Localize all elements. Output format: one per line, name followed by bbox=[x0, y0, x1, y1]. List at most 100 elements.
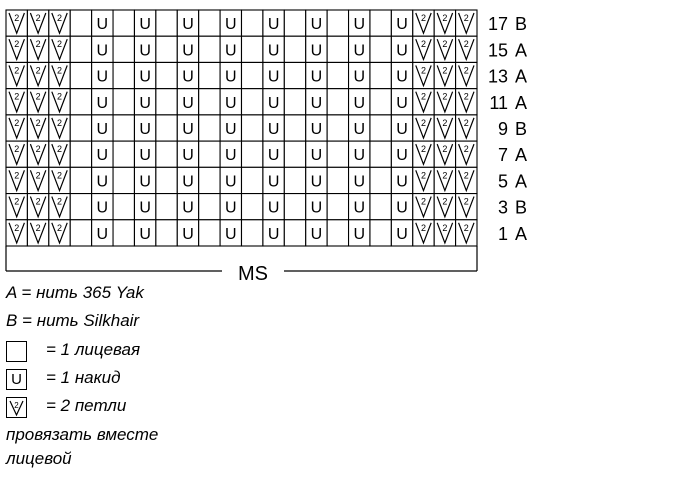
k2tog-count-mark: 2 bbox=[421, 39, 426, 49]
chart-cell-k bbox=[283, 193, 307, 221]
chart-cell-k2tog: 2 bbox=[412, 166, 435, 195]
chart-cell-yo: U bbox=[176, 193, 200, 221]
yarn-over-mark: U bbox=[182, 200, 194, 217]
yarn-over-mark: U bbox=[353, 95, 365, 112]
chart-cell-k2tog: 2 bbox=[48, 35, 71, 63]
chart-cell-k2tog: 2 bbox=[433, 88, 457, 116]
chart-cell-k bbox=[283, 166, 307, 195]
chart-cell-yo: U bbox=[219, 193, 243, 221]
k2tog-count-mark: 2 bbox=[57, 13, 62, 23]
chart-cell-yo: U bbox=[305, 35, 328, 63]
chart-cell-yo: U bbox=[347, 219, 371, 247]
chart-cell-k2tog: 2 bbox=[5, 140, 28, 168]
k2tog-count-mark: 2 bbox=[442, 39, 447, 49]
chart-cell-yo: U bbox=[176, 9, 200, 37]
yarn-over-mark: U bbox=[396, 16, 408, 33]
k2tog-count-mark: 2 bbox=[14, 197, 19, 207]
row-yarn-17: B bbox=[515, 14, 527, 34]
yarn-over-mark: U bbox=[97, 121, 109, 138]
k2tog-count-mark: 2 bbox=[464, 170, 469, 180]
k2tog-mark bbox=[51, 12, 68, 35]
k2tog-count-mark: 2 bbox=[14, 13, 19, 23]
k2tog-count-mark: 2 bbox=[14, 92, 19, 102]
chart-cell-k2tog: 2 bbox=[455, 88, 478, 116]
k2tog-count-mark: 2 bbox=[36, 223, 41, 233]
chart-cell-k bbox=[369, 9, 392, 37]
chart-cell-yo: U bbox=[219, 219, 243, 247]
yarn-over-mark: U bbox=[182, 147, 194, 164]
k2tog-count-mark: 2 bbox=[14, 144, 19, 154]
chart-cell-k2tog: 2 bbox=[48, 61, 71, 90]
chart-cell-k bbox=[69, 9, 93, 37]
k2tog-count-mark: 2 bbox=[36, 170, 41, 180]
k2tog-mark bbox=[51, 143, 68, 167]
k2tog-mark bbox=[51, 222, 68, 245]
chart-cell-k2tog: 2 bbox=[5, 219, 28, 247]
chart-cell-k bbox=[240, 61, 264, 90]
k2tog-count-mark: 2 bbox=[442, 223, 447, 233]
chart-cell-yo: U bbox=[347, 140, 371, 168]
chart-cell-k bbox=[198, 140, 221, 168]
yarn-over-mark: U bbox=[225, 173, 237, 190]
chart-cell-yo: U bbox=[91, 9, 114, 37]
chart-cell-yo: U bbox=[133, 114, 157, 142]
chart-cell-k bbox=[112, 114, 136, 142]
chart-cell-k bbox=[326, 219, 350, 247]
chart-cell-k bbox=[326, 166, 350, 195]
chart-cell-yo: U bbox=[390, 9, 414, 37]
row-yarn-3: B bbox=[515, 198, 527, 218]
k2tog-mark bbox=[51, 117, 68, 140]
yarn-over-mark: U bbox=[396, 200, 408, 217]
k2tog-count-mark: 2 bbox=[57, 197, 62, 207]
yarn-over-mark: U bbox=[225, 121, 237, 138]
chart-cell-k2tog: 2 bbox=[26, 114, 50, 142]
chart-cell-k2tog: 2 bbox=[5, 88, 28, 116]
chart-cell-k bbox=[369, 193, 392, 221]
chart-cell-k2tog: 2 bbox=[455, 193, 478, 221]
yarn-over-mark: U bbox=[353, 69, 365, 86]
chart-cell-k bbox=[283, 114, 307, 142]
chart-cell-k bbox=[69, 35, 93, 63]
chart-cell-k2tog: 2 bbox=[455, 219, 478, 247]
chart-cell-yo: U bbox=[133, 166, 157, 195]
k2tog-count-mark: 2 bbox=[57, 223, 62, 233]
yarn-over-mark: U bbox=[139, 173, 151, 190]
chart-cell-k bbox=[198, 9, 221, 37]
chart-cell-k bbox=[240, 140, 264, 168]
chart-cell-k2tog: 2 bbox=[412, 88, 435, 116]
k2tog-count-mark: 2 bbox=[57, 39, 62, 49]
chart-cell-k2tog: 2 bbox=[455, 140, 478, 168]
chart-cell-k2tog: 2 bbox=[48, 114, 71, 142]
legend-dec-note-2: лицевой bbox=[6, 449, 72, 468]
chart-cell-yo: U bbox=[390, 35, 414, 63]
yarn-over-mark: U bbox=[139, 226, 151, 243]
chart-cell-k bbox=[69, 166, 93, 195]
chart-cell-k2tog: 2 bbox=[5, 114, 28, 142]
yarn-over-mark: U bbox=[97, 42, 109, 59]
k2tog-mark bbox=[415, 12, 432, 35]
k2tog-mark bbox=[51, 170, 68, 193]
chart-cell-yo: U bbox=[133, 140, 157, 168]
k2tog-count: 2 bbox=[14, 401, 19, 410]
chart-cell-k bbox=[112, 193, 136, 221]
k2tog-count-mark: 2 bbox=[442, 144, 447, 154]
k2tog-count-mark: 2 bbox=[442, 13, 447, 23]
chart-cell-k bbox=[240, 193, 264, 221]
k2tog-count-mark: 2 bbox=[421, 118, 426, 128]
chart-cell-k2tog: 2 bbox=[48, 219, 71, 247]
chart-cell-k2tog: 2 bbox=[412, 219, 435, 247]
yarn-over-mark: U bbox=[139, 95, 151, 112]
k2tog-mark bbox=[415, 91, 432, 114]
chart-cell-yo: U bbox=[262, 88, 285, 116]
row-yarn-7: A bbox=[515, 145, 527, 165]
k2tog-mark bbox=[8, 65, 25, 88]
yarn-over-mark: U bbox=[182, 42, 194, 59]
k2tog-mark bbox=[29, 91, 47, 114]
k2tog-mark bbox=[51, 39, 68, 62]
k2tog-mark bbox=[415, 65, 432, 88]
k2tog-mark bbox=[436, 39, 454, 62]
k2tog-mark bbox=[8, 170, 25, 193]
chart-cell-yo: U bbox=[91, 114, 114, 142]
